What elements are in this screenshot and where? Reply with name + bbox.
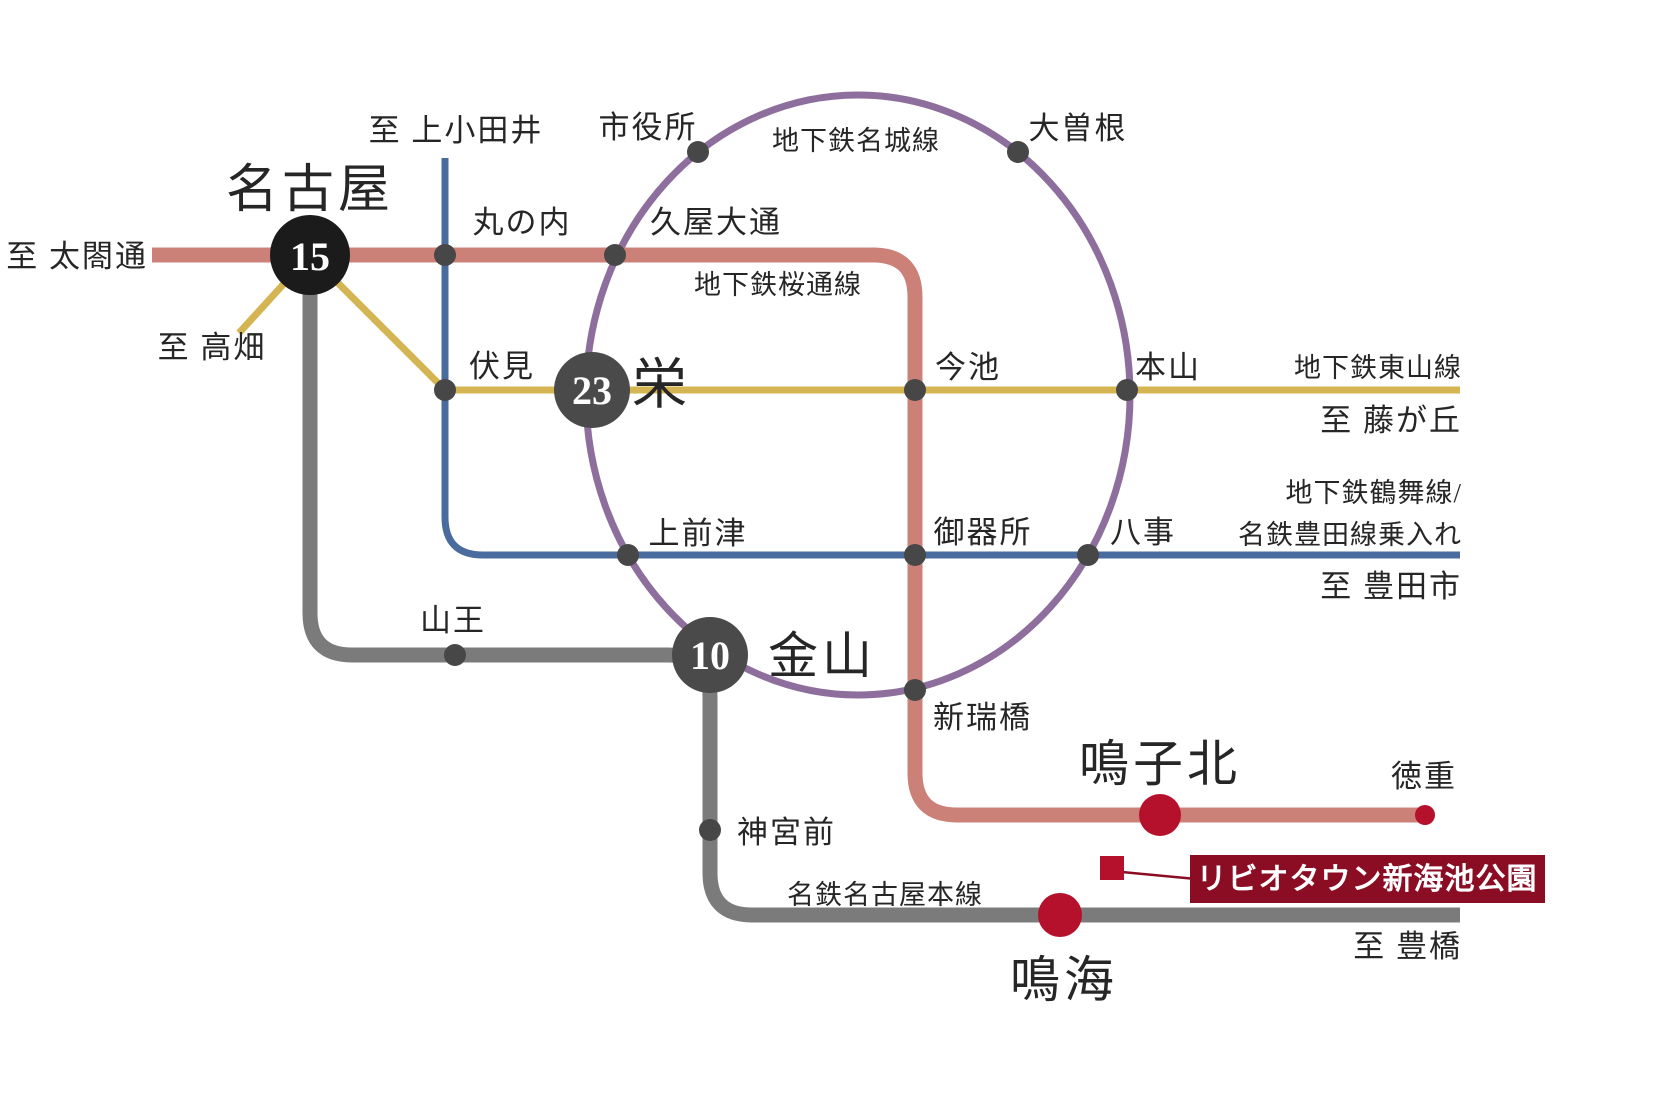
station-label-kanayama: 金山 — [768, 628, 876, 684]
station-label-narukokita: 鳴子北 — [1079, 736, 1241, 792]
station-dot-shiyakusho — [687, 141, 709, 163]
station-circle-sakae — [554, 352, 630, 428]
tsurumai-line — [441, 158, 1460, 559]
station-dot-gokiso — [904, 544, 926, 566]
station-dot-imaike — [904, 379, 926, 401]
station-circle-narumi — [1038, 893, 1082, 937]
station-label-imaike: 今池 — [935, 350, 1001, 385]
station-label-marunouchi: 丸の内 — [473, 205, 572, 240]
station-dot-fushimi — [434, 379, 456, 401]
station-dot-tokushige — [1415, 805, 1435, 825]
station-label-aratamabashi: 新瑞橋 — [933, 700, 1032, 735]
station-label-sanno: 山王 — [420, 603, 486, 638]
minutes-sakae: 23 — [572, 368, 612, 413]
station-dot-kamimaezu — [617, 544, 639, 566]
meijo-line-label: 地下鉄名城線 — [772, 126, 940, 156]
station-label-jingumae: 神宮前 — [737, 815, 836, 850]
minutes-kanayama: 10 — [690, 633, 730, 678]
station-label-nagoya: 名古屋 — [226, 162, 394, 219]
station-label-kamimaezu: 上前津 — [649, 516, 748, 551]
station-label-tokushige: 徳重 — [1391, 759, 1457, 794]
station-circle-nagoya — [270, 215, 350, 295]
minutes-nagoya: 15 — [290, 234, 330, 279]
station-label-fushimi: 伏見 — [469, 349, 535, 384]
station-label-ozone: 大曽根 — [1029, 111, 1128, 146]
property-marker-square — [1100, 856, 1124, 880]
station-dot-ozone — [1007, 141, 1029, 163]
station-label-hisayaodori: 久屋大通 — [650, 205, 782, 240]
direction-kamiotai: 至 上小田井 — [369, 113, 544, 148]
higashiyama-line-label: 地下鉄東山線 — [1294, 353, 1462, 383]
tsurumai-line-label-1: 地下鉄鶴舞線/ — [1285, 478, 1462, 508]
station-dot-motoyama — [1116, 379, 1138, 401]
sakuradori-line — [152, 247, 1425, 823]
direction-toyotashi: 至 豊田市 — [1320, 569, 1462, 604]
station-label-motoyama: 本山 — [1135, 350, 1201, 385]
property-pointer-line — [1121, 870, 1197, 881]
station-dot-aratamabashi — [904, 679, 926, 701]
station-dot-yagoto — [1077, 544, 1099, 566]
station-dot-jingumae — [699, 819, 721, 841]
station-dot-marunouchi — [434, 244, 456, 266]
property-banner-label: リビオタウン新海池公園 — [1197, 863, 1538, 896]
station-circle-narukokita — [1139, 794, 1181, 836]
sakuradori-line-label: 地下鉄桜通線 — [694, 270, 862, 300]
station-dot-hisayaodori — [604, 244, 626, 266]
station-label-sakae: 栄 — [632, 354, 691, 415]
station-label-shiyakusho: 市役所 — [599, 110, 698, 145]
meitetsu-line-label: 名鉄名古屋本線 — [787, 880, 983, 910]
station-label-gokiso: 御器所 — [934, 515, 1033, 550]
direction-toyohashi: 至 豊橋 — [1353, 929, 1462, 964]
station-label-yagoto: 八事 — [1110, 515, 1176, 550]
direction-taikodori: 至 太閤通 — [6, 239, 148, 274]
direction-fujigaoka: 至 藤が丘 — [1320, 403, 1462, 438]
higashiyama-line — [236, 251, 1460, 394]
direction-takabata: 至 高畑 — [158, 330, 267, 365]
station-label-narumi: 鳴海 — [1010, 952, 1118, 1008]
station-circle-kanayama — [672, 617, 748, 693]
station-dot-sanno — [444, 644, 466, 666]
property-banner — [1190, 855, 1545, 903]
tsurumai-line-label-2: 名鉄豊田線乗入れ — [1238, 520, 1462, 550]
